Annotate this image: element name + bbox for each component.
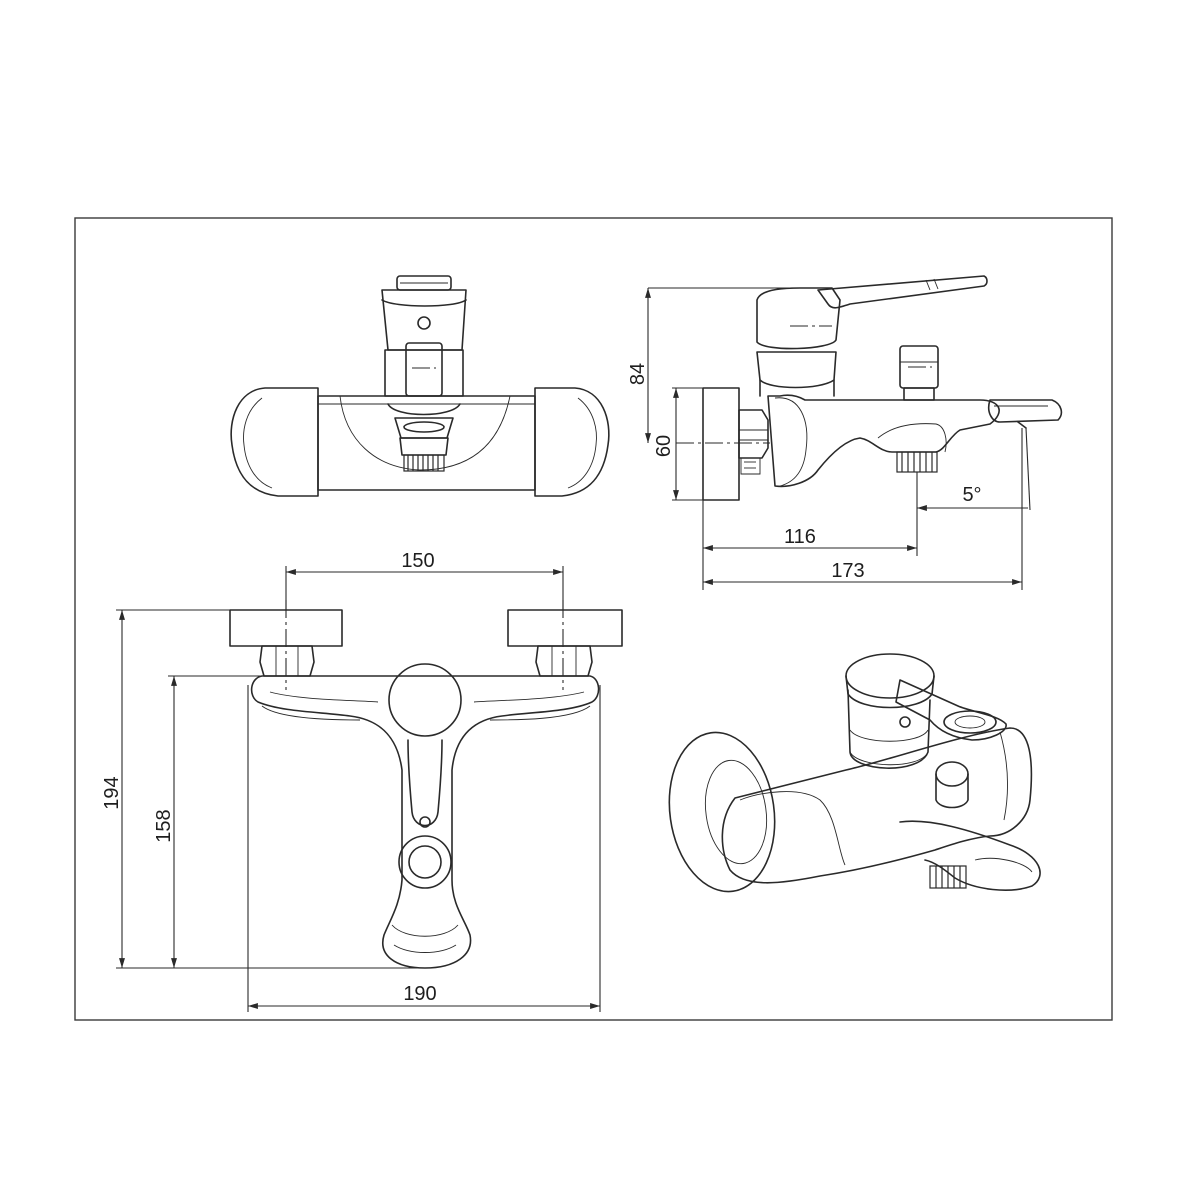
dim-label-173: 173: [831, 560, 864, 582]
front-view: [116, 566, 623, 1012]
dim-label-158: 158: [153, 809, 175, 842]
dim-label-60: 60: [653, 435, 675, 457]
dim-label-5-degree: 5°: [962, 484, 981, 506]
side-view: [645, 275, 1063, 590]
isometric-view: [668, 653, 1041, 893]
dim-label-190: 190: [403, 983, 436, 1005]
dim-label-194: 194: [101, 776, 123, 809]
dim-label-116: 116: [784, 526, 816, 548]
top-view: [230, 275, 610, 497]
dim-label-150: 150: [401, 550, 434, 572]
dim-label-84: 84: [627, 363, 649, 385]
drawing-frame: [74, 217, 1113, 1021]
